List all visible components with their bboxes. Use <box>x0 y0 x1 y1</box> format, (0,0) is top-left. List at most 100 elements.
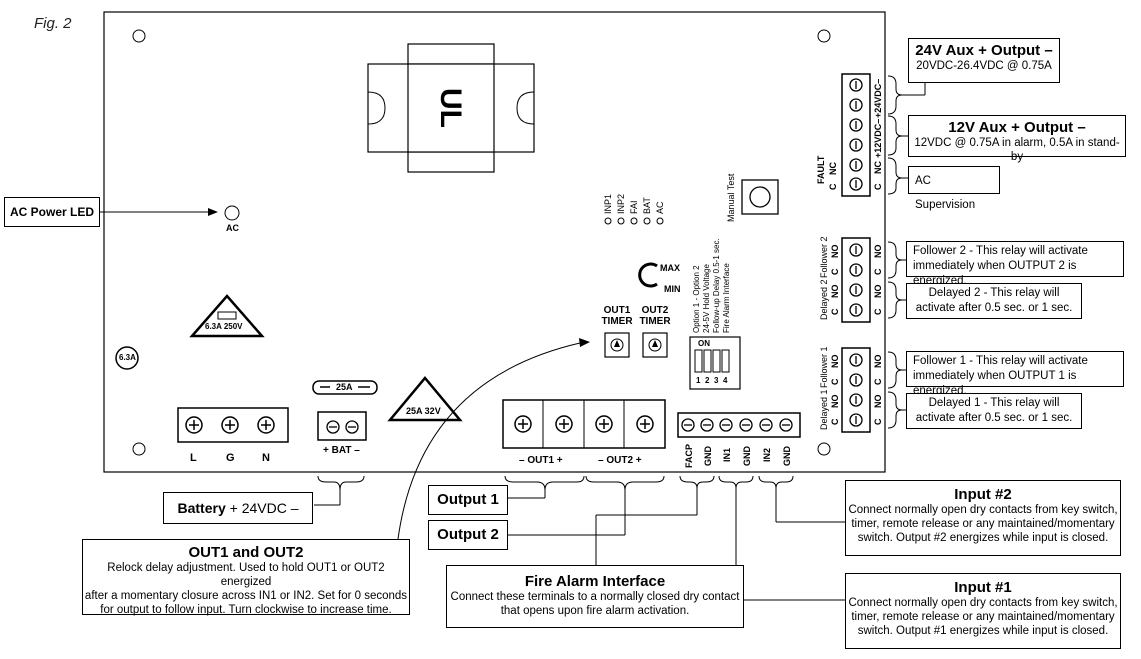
led-label-ac: AC <box>655 201 665 214</box>
output2-callout: Output 2 <box>428 520 508 550</box>
terminal-screw[interactable] <box>849 413 863 427</box>
terminal-screw[interactable] <box>326 420 340 434</box>
status-led <box>617 217 625 225</box>
input-terminal-label: GND <box>782 446 792 466</box>
out1-out2-callout: OUT1 and OUT2 Relock delay adjustment. U… <box>82 539 410 616</box>
input2-title: Input #2 <box>954 486 1012 503</box>
terminal-screw[interactable] <box>849 353 863 367</box>
terminal-screw[interactable] <box>739 418 753 432</box>
input2-line: timer, remote release or any maintained/… <box>851 518 1115 530</box>
terminal-screw[interactable] <box>849 78 863 92</box>
knob-max-label: MAX <box>660 263 680 273</box>
ac-power-led-callout: AC Power LED <box>4 197 100 227</box>
follower1-callout: Follower 1 - This relay will activate im… <box>906 351 1124 397</box>
fire-alarm-line: that opens upon fire alarm activation. <box>500 605 690 617</box>
delayed2-line2: activate after 0.5 sec. or 1 sec. <box>915 302 1073 314</box>
terminal-screw[interactable] <box>719 418 733 432</box>
relay1-pin: NO <box>830 394 840 409</box>
terminal-screw[interactable] <box>700 418 714 432</box>
relay2-pin: NO <box>830 244 840 259</box>
fault-pin-nc: NC <box>828 162 838 175</box>
input2-line: switch. Output #2 energizes while input … <box>857 532 1109 544</box>
dip-switch[interactable] <box>689 336 741 390</box>
aux24-callout: 24V Aux + Output – 20VDC-26.4VDC @ 0.75A <box>908 38 1060 83</box>
follower1-line1: Follower 1 - This relay will activate <box>913 355 1088 367</box>
out2-timer-pot[interactable] <box>642 332 668 358</box>
aux24-terminal-label: +24VDC– <box>873 78 883 118</box>
out1-out2-line: after a momentary closure across IN1 or … <box>84 590 408 602</box>
volume-knob-icon[interactable] <box>638 262 658 288</box>
input1-title: Input #1 <box>954 579 1012 596</box>
terminal-screw[interactable] <box>345 420 359 434</box>
battery-callout: Battery + 24VDC – <box>163 492 313 524</box>
delayed2-callout: Delayed 2 - This relay will activate aft… <box>906 283 1082 319</box>
relay1-follower-label: Follower 1 <box>819 346 829 388</box>
terminal-screw[interactable] <box>849 158 863 172</box>
terminal-screw[interactable] <box>849 303 863 317</box>
relay1-pin: C <box>830 378 840 386</box>
relay2-pin-right: C <box>873 308 883 316</box>
follower2-callout: Follower 2 - This relay will activate im… <box>906 241 1124 287</box>
terminal-screw[interactable] <box>185 416 203 434</box>
transformer: UL <box>367 43 535 173</box>
relay2-pin-right: C <box>873 268 883 276</box>
terminal-screw[interactable] <box>849 263 863 277</box>
ac-power-led <box>224 205 240 221</box>
dip-number: 2 <box>705 376 710 385</box>
relay1-pin: NO <box>830 354 840 369</box>
input2-line: Connect normally open dry contacts from … <box>848 504 1118 516</box>
out1-timer-line1: OUT1 <box>603 305 631 316</box>
aux24-spec: 20VDC-26.4VDC @ 0.75A <box>916 60 1052 72</box>
c-terminal-label: C <box>873 183 883 191</box>
terminal-screw[interactable] <box>849 98 863 112</box>
led-label-bat: BAT <box>642 197 652 214</box>
input1-line: timer, remote release or any maintained/… <box>851 611 1115 623</box>
battery-spec: + 24VDC – <box>229 500 299 516</box>
ac-supervision-callout: AC Supervision <box>908 166 1000 211</box>
relay2-pin: C <box>830 308 840 316</box>
relay2-pin: NO <box>830 284 840 299</box>
mounting-hole <box>817 29 831 43</box>
dip-number: 3 <box>714 376 719 385</box>
aux12-spec: 12VDC @ 0.75A in alarm, 0.5A in stand-by <box>914 137 1120 163</box>
terminal-screw[interactable] <box>849 283 863 297</box>
terminal-screw[interactable] <box>759 418 773 432</box>
input-terminal-label: GND <box>703 446 713 466</box>
status-led <box>656 217 664 225</box>
out1-timer-label: OUT1 TIMER <box>600 305 634 327</box>
terminal-screw[interactable] <box>849 118 863 132</box>
terminal-screw[interactable] <box>849 138 863 152</box>
nc-terminal-label: NC <box>873 161 883 174</box>
terminal-screw[interactable] <box>849 373 863 387</box>
terminal-screw[interactable] <box>849 393 863 407</box>
ul-logo: UL <box>434 88 467 128</box>
terminal-screw[interactable] <box>257 416 275 434</box>
out1-out2-line: Relock delay adjustment. Used to hold OU… <box>107 562 385 588</box>
terminal-screw[interactable] <box>555 415 573 433</box>
out1-out2-title: OUT1 and OUT2 <box>188 544 304 561</box>
terminal-screw[interactable] <box>221 416 239 434</box>
terminal-screw[interactable] <box>849 243 863 257</box>
aux12-terminal-label: +12VDC– <box>873 118 883 158</box>
input-terminal-label: IN1 <box>722 447 732 462</box>
manual-test-button[interactable] <box>741 179 779 215</box>
relay2-delayed-label: Delayed 2 <box>819 279 829 320</box>
bat-terminal-label: + BAT – <box>323 445 360 456</box>
terminal-screw[interactable] <box>514 415 532 433</box>
delayed2-line1: Delayed 2 - This relay will <box>928 287 1060 299</box>
out1-timer-pot[interactable] <box>604 332 630 358</box>
terminal-screw[interactable] <box>595 415 613 433</box>
dip-number: 1 <box>696 376 701 385</box>
delayed1-callout: Delayed 1 - This relay will activate aft… <box>906 393 1082 429</box>
input2-callout: Input #2 Connect normally open dry conta… <box>845 480 1121 556</box>
terminal-screw[interactable] <box>849 177 863 191</box>
fire-alarm-title: Fire Alarm Interface <box>524 573 666 590</box>
ac-terminal-label-n: N <box>262 452 270 464</box>
relay1-pin-right: C <box>873 378 883 386</box>
terminal-screw[interactable] <box>636 415 654 433</box>
terminal-screw[interactable] <box>681 418 695 432</box>
relay2-pin: C <box>830 268 840 276</box>
terminal-screw[interactable] <box>779 418 793 432</box>
mounting-hole <box>132 442 146 456</box>
